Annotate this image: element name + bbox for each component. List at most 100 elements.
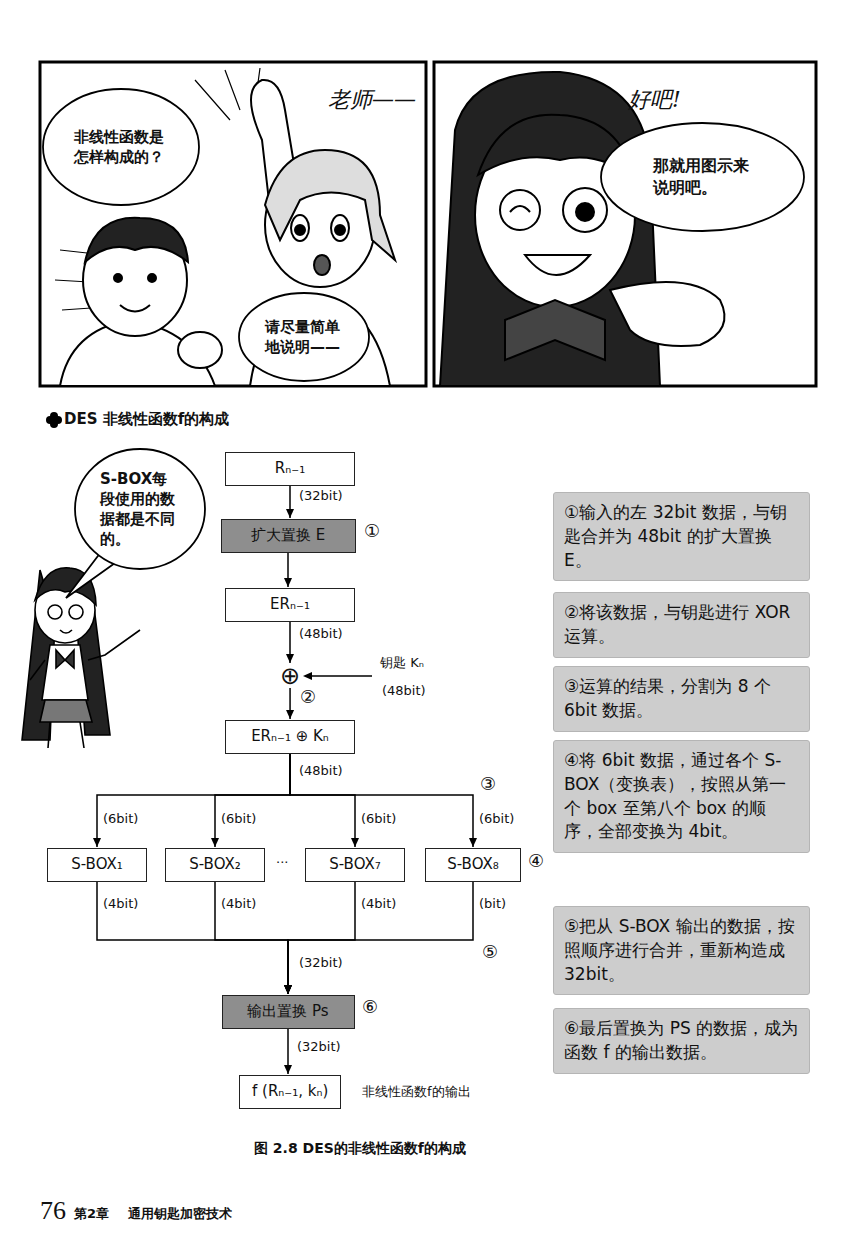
- section-mark: [46, 412, 62, 428]
- node-text: 非线性函数是怎样构成的？: [74, 127, 168, 168]
- connector: [215, 882, 288, 995]
- girl-with-glasses: [510, 206, 530, 212]
- node-text: 输出置换 Ps: [235, 1002, 342, 1022]
- bubble-outline: [43, 89, 199, 205]
- girl-raising-hand: [314, 255, 330, 275]
- output-note: 非线性函数f的输出: [362, 1084, 471, 1100]
- boy-figure: [120, 305, 150, 312]
- bubble-outline: [239, 293, 369, 381]
- comic-panel-2: [434, 62, 816, 386]
- teacher-figure: [22, 568, 140, 748]
- teacher-figure: [48, 722, 84, 748]
- note-text: ①输入的左 32bit 数据，与钥匙合并为 48bit 的扩大置换 E。: [564, 501, 799, 572]
- note-box: ②将该数据，与钥匙进行 XOR 运算。: [553, 592, 810, 658]
- bubble-outline: [601, 123, 804, 231]
- bit-width: (4bit): [360, 896, 397, 912]
- connector: [288, 882, 473, 995]
- note-box: ③运算的结果，分割为 8 个 6bit 数据。: [553, 666, 810, 732]
- bit-width: (6bit): [102, 811, 139, 827]
- connector: [290, 754, 473, 848]
- node-text: ⊕: [280, 664, 300, 688]
- key-label: 钥匙 Kₙ: [380, 655, 424, 671]
- boy-figure: [85, 218, 188, 262]
- speech-bubble: 那就用图示来说明吧。: [600, 122, 805, 232]
- teacher-figure: [88, 630, 140, 660]
- bit-width: (48bit): [298, 626, 344, 642]
- comic-panel-1: [40, 62, 426, 386]
- key-arrow: [303, 672, 312, 680]
- bubble-outline: [238, 292, 370, 382]
- callout-number: ③: [480, 776, 496, 792]
- teacher-figure: [60, 630, 72, 633]
- bit-width: (48bit): [298, 763, 344, 779]
- bit-width: (4bit): [220, 896, 257, 912]
- connector: [287, 553, 289, 588]
- bit-width: (32bit): [298, 488, 344, 504]
- node-text: 那就用图示来说明吧。: [653, 155, 753, 198]
- teacher-figure: [30, 660, 45, 680]
- bubble-outline: [74, 448, 206, 570]
- connector: [288, 882, 355, 995]
- sbox: S-BOX₁: [47, 848, 147, 882]
- node-text: f (Rₙ₋₁, kₙ): [252, 1082, 328, 1102]
- exclamation: 好吧!: [628, 92, 681, 108]
- process-box: 扩大置换 E: [221, 519, 356, 553]
- speech-bubble: 非线性函数是怎样构成的？: [42, 88, 200, 206]
- girl-raising-hand: [291, 215, 309, 241]
- teacher-figure: [56, 650, 74, 668]
- bubble-outline: [75, 449, 205, 569]
- sbox: S-BOX₇: [305, 848, 405, 882]
- page-number: 76: [40, 1196, 66, 1226]
- section-mark: [50, 412, 58, 420]
- section-mark: [50, 420, 58, 428]
- speech-bubble: 请尽量简单地说明——: [238, 292, 370, 382]
- boy-figure: [60, 218, 222, 386]
- node-text: S-BOX₈: [438, 855, 508, 875]
- note-text: ③运算的结果，分割为 8 个 6bit 数据。: [564, 675, 799, 723]
- connector: [287, 1029, 289, 1075]
- girl-raising-hand: [331, 215, 349, 241]
- connector: [289, 688, 291, 719]
- comic-panel-1: [40, 62, 426, 386]
- bit-width: (4bit): [102, 896, 139, 912]
- teacher-figure: [48, 605, 62, 619]
- bit-width: (bit): [478, 896, 507, 912]
- bit-width: (6bit): [478, 811, 515, 827]
- teacher-figure: [42, 645, 88, 700]
- girl-with-glasses: [610, 282, 725, 346]
- sbox: S-BOX₂: [165, 848, 265, 882]
- comic-panel-2: [434, 62, 816, 386]
- node-text: S-BOX₂: [178, 855, 252, 875]
- callout-number: ②: [300, 689, 316, 705]
- data-box: Rₙ₋₁: [225, 452, 355, 486]
- girl-with-glasses: [525, 255, 590, 275]
- data-box: ERₙ₋₁: [225, 588, 355, 622]
- note-text: ②将该数据，与钥匙进行 XOR 运算。: [564, 601, 799, 649]
- connector: [97, 754, 290, 848]
- node-text: ERₙ₋₁: [238, 595, 342, 615]
- node-text: S-BOX₁: [60, 855, 134, 875]
- note-text: ⑥最后置换为 PS 的数据，成为函数 f 的输出数据。: [564, 1017, 799, 1065]
- girl-with-glasses: [563, 188, 607, 232]
- bit-width: (6bit): [360, 811, 397, 827]
- bubble-outline: [600, 122, 805, 232]
- ellipsis: ···: [276, 855, 288, 871]
- bit-width: (32bit): [298, 955, 344, 971]
- bit-width: (6bit): [220, 811, 257, 827]
- note-box: ④将 6bit 数据，通过各个 S-BOX（变换表），按照从第一个 box 至第…: [553, 740, 810, 853]
- boy-figure: [178, 332, 222, 368]
- section-title: DES 非线性函数f的构成: [64, 411, 229, 427]
- comic-panel-1: [195, 68, 260, 120]
- note-text: ④将 6bit 数据，通过各个 S-BOX（变换表），按照从第一个 box 至第…: [564, 749, 799, 844]
- boy-figure: [148, 274, 156, 282]
- callout-number: ⑤: [482, 944, 498, 960]
- girl-raising-hand: [250, 80, 395, 386]
- girl-raising-hand: [265, 150, 395, 260]
- bubble-outline: [42, 88, 200, 206]
- key-arrow: [303, 672, 372, 680]
- callout-bubble: S-BOX每段使用的数据都是不同的。: [74, 448, 206, 570]
- xor-symbol: ⊕: [280, 664, 300, 688]
- girl-raising-hand: [335, 225, 345, 235]
- connector: [290, 754, 355, 848]
- connector: [97, 882, 288, 995]
